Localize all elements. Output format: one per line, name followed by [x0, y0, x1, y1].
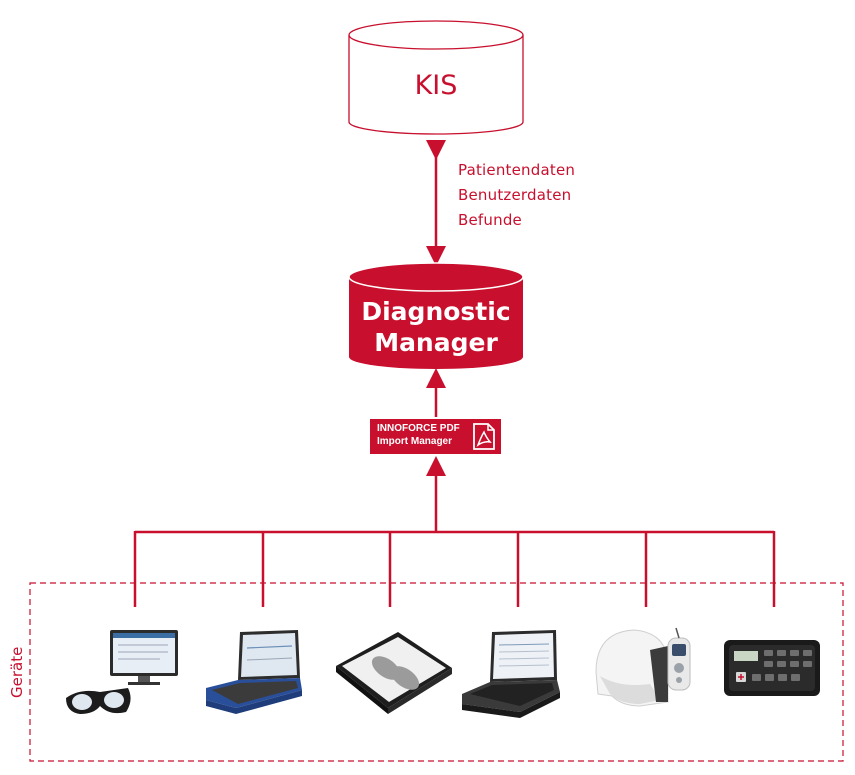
import-manager-line1: INNOFORCE PDF: [377, 423, 460, 434]
diagnostic-manager-label: Diagnostic Manager: [348, 296, 524, 358]
data-flow-label-user: Benutzerdaten: [458, 186, 572, 204]
kis-database-shape: [348, 20, 524, 135]
diagnostic-manager-line2: Manager: [374, 328, 498, 357]
import-manager-box: INNOFORCE PDF Import Manager: [370, 419, 501, 454]
device-bus-lines: [133, 530, 776, 607]
import-manager-line2: Import Manager: [377, 436, 453, 447]
helmet-with-remote-icon: [595, 627, 691, 707]
laptop-blue-icon: [206, 630, 302, 714]
data-flow-label-patient: Patientendaten: [458, 161, 576, 179]
diagnostic-manager-line1: Diagnostic: [361, 297, 511, 326]
data-flow-label-findings: Befunde: [458, 211, 522, 229]
diagnostic-manager-database-shape: [348, 262, 524, 369]
devices-group-label: Geräte: [8, 646, 26, 698]
import-manager-label: INNOFORCE PDF Import Manager: [377, 422, 460, 448]
foot-pressure-plate-icon: [336, 632, 452, 714]
control-keypad-device-icon: [724, 640, 820, 696]
monitor-with-video-goggles-icon: [66, 630, 178, 714]
devices-group-box: [29, 582, 844, 762]
pdf-icon: [473, 423, 495, 450]
laptop-black-icon: [462, 630, 560, 718]
kis-label: KIS: [414, 70, 458, 101]
